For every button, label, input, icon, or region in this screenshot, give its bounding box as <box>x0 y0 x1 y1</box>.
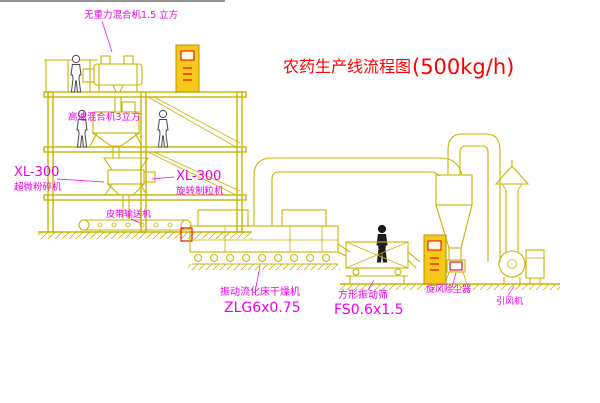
dryer-ground-hatch <box>188 264 340 270</box>
label-mill-model: XL-300 <box>14 165 59 180</box>
fluid-bed-dryer <box>188 209 351 270</box>
square-vibrating-sieve <box>345 241 421 284</box>
control-cabinet-ground <box>423 234 447 285</box>
gravity-free-mixer <box>82 55 143 112</box>
worker-figure-ground <box>376 224 388 263</box>
drawing-title-capacity: (500kg/h) <box>412 55 514 79</box>
label-granulator-model: XL-300 <box>176 169 221 184</box>
high-speed-mixer <box>89 101 143 158</box>
belt-conveyor <box>78 219 193 242</box>
induced-draft-fan <box>484 249 552 285</box>
worker-figure-mid-right <box>157 109 169 148</box>
guard-railing <box>44 59 98 92</box>
drawing-title: 农药生产线流程图 <box>283 57 411 76</box>
clean-air-duct <box>447 133 501 262</box>
cyclone-separator <box>435 150 473 285</box>
dryer-feed-inlet <box>180 227 193 242</box>
worker-figure-top <box>70 54 82 93</box>
ground-hatch-left <box>38 232 252 239</box>
label-cyclone: 旋风除尘器 <box>426 283 471 295</box>
label-mill-name: 超微粉碎机 <box>14 181 62 193</box>
label-granulator-name: 旋转制粒机 <box>176 185 224 197</box>
label-leaders <box>56 20 515 297</box>
ground-right <box>340 283 560 290</box>
label-sieve-model: FS0.6x1.5 <box>334 302 404 318</box>
control-cabinet-top <box>175 44 200 93</box>
label-gravity-free-mixer: 无重力混合机1.5 立方 <box>84 9 178 21</box>
platform-structure <box>38 59 252 239</box>
granulator-machine <box>102 157 156 219</box>
label-sieve-name: 方形振动筛 <box>338 288 388 301</box>
exhaust-duct <box>253 157 463 226</box>
rotary-valve <box>449 261 463 271</box>
label-dryer-model: ZLG6x0.75 <box>224 300 301 316</box>
label-fan: 引风机 <box>496 295 523 307</box>
label-high-speed-mixer: 高速混合机3立方 <box>68 111 141 123</box>
label-dryer-name: 振动流化床干燥机 <box>220 285 300 298</box>
exhaust-stack <box>494 160 530 252</box>
stairs <box>147 96 241 196</box>
label-belt-conveyor: 皮带输送机 <box>106 208 151 220</box>
